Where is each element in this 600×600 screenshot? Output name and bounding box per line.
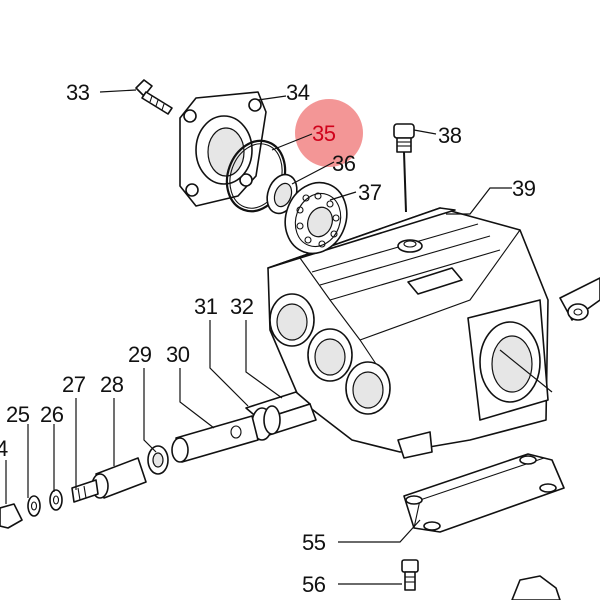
part-55-mounting-rail xyxy=(403,453,565,533)
callout-35: 35 xyxy=(312,121,336,146)
part-26-washer xyxy=(49,489,63,511)
callout-26: 26 xyxy=(40,402,64,427)
part-4-nut xyxy=(0,503,23,529)
connecting-rod xyxy=(559,277,600,321)
callout-32: 32 xyxy=(230,294,254,319)
part-56-screw xyxy=(401,559,419,591)
callout-55: 55 xyxy=(302,530,326,555)
callout-28: 28 xyxy=(100,372,124,397)
callout-31: 31 xyxy=(194,294,218,319)
part-31-32-plunger-guide xyxy=(245,391,317,441)
part-30-piston xyxy=(171,415,259,463)
part-34-bearing-cover xyxy=(179,91,267,207)
callout-27: 27 xyxy=(62,372,86,397)
part-25-washer xyxy=(27,495,41,517)
part-37-ball-bearing xyxy=(284,181,348,255)
callout-33: 33 xyxy=(66,80,90,105)
part-28-plunger-sleeve xyxy=(91,457,147,499)
highlight-marker xyxy=(295,99,363,167)
callout-36: 36 xyxy=(332,151,356,176)
callout-34: 34 xyxy=(286,80,310,105)
callout-30: 30 xyxy=(166,342,190,367)
part-38-dipstick xyxy=(393,123,415,213)
callout-39: 39 xyxy=(512,176,536,201)
callout-25: 25 xyxy=(6,402,30,427)
callout-4: 4 xyxy=(0,436,8,461)
part-gear-partial xyxy=(511,575,561,600)
callout-38: 38 xyxy=(438,123,462,148)
leader-lines xyxy=(5,89,512,585)
callout-29: 29 xyxy=(128,342,152,367)
callout-56: 56 xyxy=(302,572,326,597)
callout-labels: 33 34 35 36 37 38 39 31 32 29 30 27 28 2… xyxy=(0,80,536,597)
part-33-bolt xyxy=(135,79,173,115)
callout-37: 37 xyxy=(358,180,382,205)
part-29-seal xyxy=(147,445,169,475)
part-27-stud xyxy=(71,479,99,503)
